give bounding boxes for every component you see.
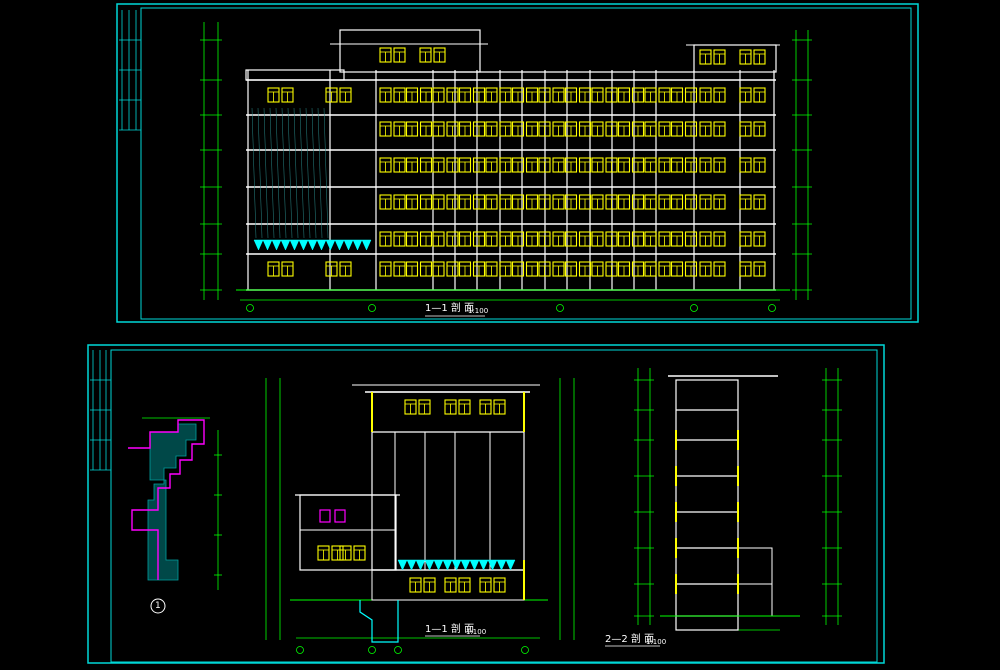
highlighted-window xyxy=(319,509,331,523)
truss-triangle xyxy=(271,239,282,251)
truss-triangle xyxy=(442,559,453,571)
left-roof xyxy=(245,69,345,81)
truss-triangle xyxy=(289,239,300,251)
truss-triangle xyxy=(451,559,462,571)
stair-core xyxy=(675,379,739,631)
top-sheet-inner-frame xyxy=(140,7,912,320)
atrium-hatch xyxy=(305,107,311,239)
section-1-1-windows xyxy=(317,399,506,593)
truss-triangle xyxy=(415,559,426,571)
truss-triangle xyxy=(460,559,471,571)
truss-triangle xyxy=(316,239,327,251)
atrium-hatch xyxy=(251,107,257,239)
truss-triangle xyxy=(253,239,264,251)
truss-triangle xyxy=(325,239,336,251)
section-1-1-building xyxy=(290,384,548,643)
right-tower xyxy=(693,44,777,73)
atrium-hatch xyxy=(323,107,329,239)
atrium-hatch xyxy=(281,107,287,239)
truss-triangle xyxy=(505,559,516,571)
stair-tower xyxy=(339,29,481,73)
base-floor xyxy=(371,569,525,601)
truss-triangle xyxy=(298,239,309,251)
detail-1-mark-circle xyxy=(150,598,166,614)
section-2-2-scale: 1:100 xyxy=(646,638,667,646)
atrium-hatch xyxy=(257,107,263,239)
top-section-building xyxy=(236,29,790,291)
top-title-block xyxy=(119,10,141,131)
truss-triangle xyxy=(307,239,318,251)
truss-triangle xyxy=(478,559,489,571)
bottom-sheet-outer-frame xyxy=(87,344,885,664)
truss-triangle xyxy=(280,239,291,251)
atrium-hatch xyxy=(275,107,281,239)
top-axis-bubbles xyxy=(246,304,776,312)
top-dimension-ticks xyxy=(200,39,812,291)
atrium-hatch xyxy=(263,107,269,239)
truss-triangle xyxy=(262,239,273,251)
truss-triangle xyxy=(433,559,444,571)
section-1-1-truss xyxy=(397,559,516,571)
section-2-2-title: 2—2 剖 面 xyxy=(605,634,655,645)
truss-triangle xyxy=(406,559,417,571)
atrium-hatch xyxy=(317,107,323,239)
truss-triangle xyxy=(343,239,354,251)
section-1-1-scale: 1:100 xyxy=(466,628,487,636)
truss-triangle xyxy=(352,239,363,251)
truss-triangle xyxy=(361,239,372,251)
truss-triangle xyxy=(496,559,507,571)
low-block xyxy=(299,494,397,571)
bottom-sheet-inner-frame xyxy=(110,349,878,663)
highlighted-window xyxy=(334,509,346,523)
atrium-hatch xyxy=(293,107,299,239)
truss-triangle xyxy=(397,559,408,571)
bottom-dim-lines-1 xyxy=(265,378,575,640)
top-section-truss xyxy=(253,239,372,251)
detail-1-mark: 1 xyxy=(155,601,161,611)
truss-triangle xyxy=(469,559,480,571)
atrium-hatch xyxy=(269,107,275,239)
top-section-windows xyxy=(267,47,766,277)
atrium-hatch xyxy=(311,107,317,239)
annex xyxy=(737,547,773,617)
truss-triangle xyxy=(487,559,498,571)
section-2-2-building xyxy=(634,375,842,631)
detail-1-hatch xyxy=(147,423,197,581)
section-1-1-title: 1—1 剖 面 xyxy=(425,624,475,635)
section-1-1-axis-bubbles xyxy=(296,646,529,654)
top-sheet-outer-frame xyxy=(116,3,919,323)
atrium-hatch xyxy=(299,107,305,239)
top-section-title: 1—1 剖 面 xyxy=(425,303,475,314)
detail-1-parapet xyxy=(128,417,222,614)
bottom-title-block xyxy=(90,350,111,471)
truss-triangle xyxy=(334,239,345,251)
detail-1-outline xyxy=(128,419,205,580)
foundation-outline xyxy=(359,600,399,643)
top-section-scale: 1:100 xyxy=(468,307,489,315)
atrium-hatch xyxy=(287,107,293,239)
top-sheet xyxy=(116,3,919,323)
truss-triangle xyxy=(424,559,435,571)
detail-1-dimension xyxy=(142,417,222,590)
bottom-sheet xyxy=(87,344,885,664)
